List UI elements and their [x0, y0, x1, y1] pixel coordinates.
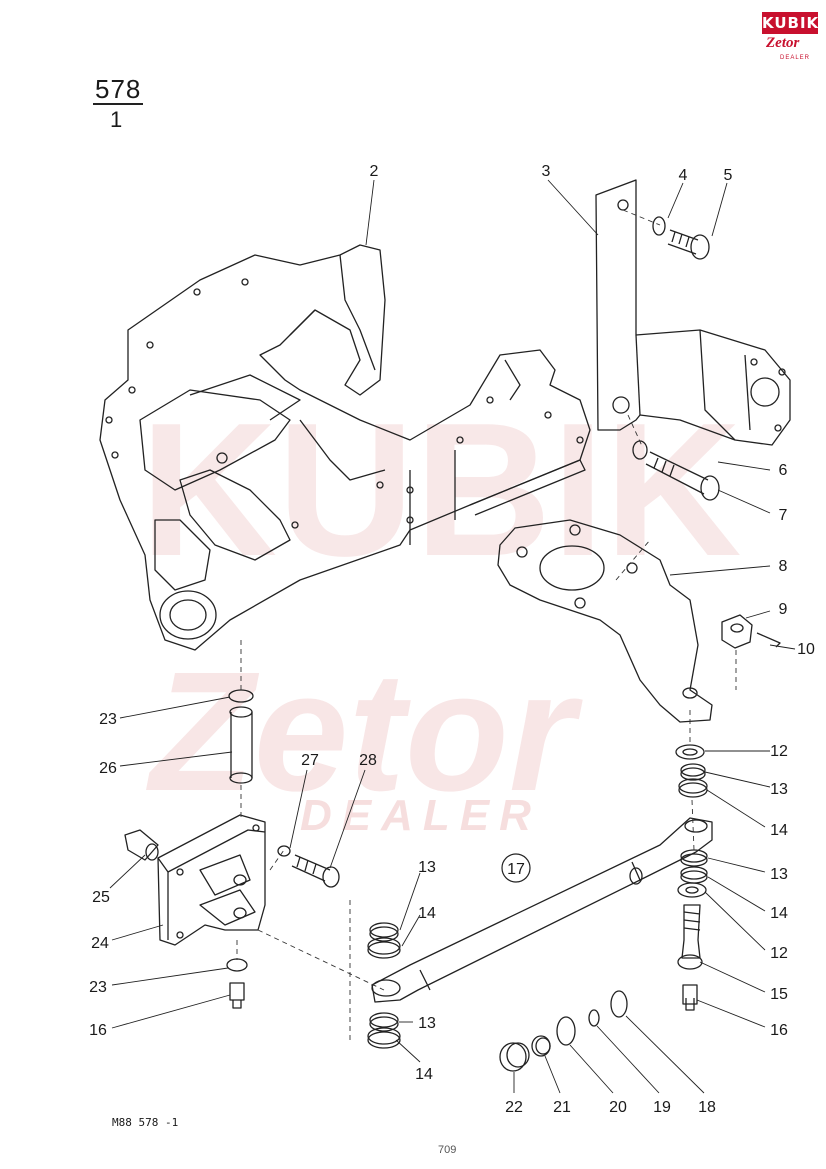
callout-label: 6 — [779, 462, 788, 479]
callout-label: 20 — [609, 1099, 627, 1116]
callout-label: 14 — [770, 905, 788, 922]
group-divider — [93, 103, 143, 105]
callout-label: 10 — [797, 641, 815, 658]
bolt-part-lower — [632, 440, 720, 501]
callout-label: 2 — [370, 163, 379, 180]
callout-label: 14 — [770, 822, 788, 839]
callout-label: 25 — [92, 889, 110, 906]
pin-25-part — [124, 829, 159, 861]
bracket-block-part — [157, 814, 266, 946]
callout-label: 5 — [724, 167, 733, 184]
callout-label: 18 — [698, 1099, 716, 1116]
watermark-line3: DEALER — [300, 791, 541, 840]
front-axle-carrier-part — [99, 244, 591, 651]
callout-label: 13 — [770, 866, 788, 883]
watermark-line2: Zetor — [146, 637, 583, 827]
dealer-watermark: KUBIK Zetor DEALER — [140, 384, 742, 840]
steering-arm-part — [497, 519, 713, 723]
callout-label: 3 — [542, 163, 551, 180]
screw-part — [277, 845, 340, 888]
callout-label: 16 — [89, 1022, 107, 1039]
callout-label: 23 — [89, 979, 107, 996]
assembly-marker-label: 17 — [507, 861, 525, 878]
tie-rod-part — [371, 817, 713, 1003]
callout-labels: 2 3 4 5 6 7 8 9 10 12 13 14 13 14 12 15 … — [89, 163, 815, 1116]
callout-label: 16 — [770, 1022, 788, 1039]
callout-label: 4 — [679, 167, 688, 184]
callout-label: 14 — [415, 1066, 433, 1083]
callout-label: 7 — [779, 507, 788, 524]
group-number: 578 — [95, 74, 142, 104]
callout-label: 15 — [770, 986, 788, 1003]
group-sub-number: 1 — [110, 107, 123, 132]
callout-label: 13 — [418, 859, 436, 876]
callout-label: 14 — [418, 905, 436, 922]
drawing-code: M88 578 -1 — [112, 1116, 179, 1129]
callout-label: 9 — [779, 601, 788, 618]
callout-label: 21 — [553, 1099, 571, 1116]
callout-label: 19 — [653, 1099, 671, 1116]
seal-set-part — [499, 990, 628, 1072]
assembly-marker-circle — [501, 853, 531, 883]
watermark-line1: KUBIK — [140, 384, 742, 596]
callout-label: 22 — [505, 1099, 523, 1116]
callout-label: 28 — [359, 752, 377, 769]
castle-nut-part — [721, 614, 781, 649]
washer-stack-right — [675, 744, 708, 898]
page-number: 709 — [438, 1144, 457, 1156]
callout-label: 13 — [418, 1015, 436, 1032]
callout-label: 23 — [99, 711, 117, 728]
logo-bottom-text: DEALER — [780, 55, 811, 61]
washer-stack-left — [367, 922, 401, 1049]
callout-label: 27 — [301, 752, 319, 769]
callout-label: 26 — [99, 760, 117, 777]
callout-label: 12 — [770, 743, 788, 760]
callout-label: 12 — [770, 945, 788, 962]
callout-label: 13 — [770, 781, 788, 798]
bolt-part — [652, 216, 710, 260]
logo-middle-text: Zetor — [766, 35, 800, 51]
pin-part — [677, 904, 703, 1011]
callout-label: 24 — [91, 935, 109, 952]
logo-top-text: KUBIK — [762, 12, 820, 34]
bracket-part — [595, 179, 791, 446]
callout-label: 8 — [779, 558, 788, 575]
grease-nipple-left-part — [226, 958, 248, 1009]
kubik-zetor-logo: KUBIK Zetor DEALER — [762, 12, 818, 64]
